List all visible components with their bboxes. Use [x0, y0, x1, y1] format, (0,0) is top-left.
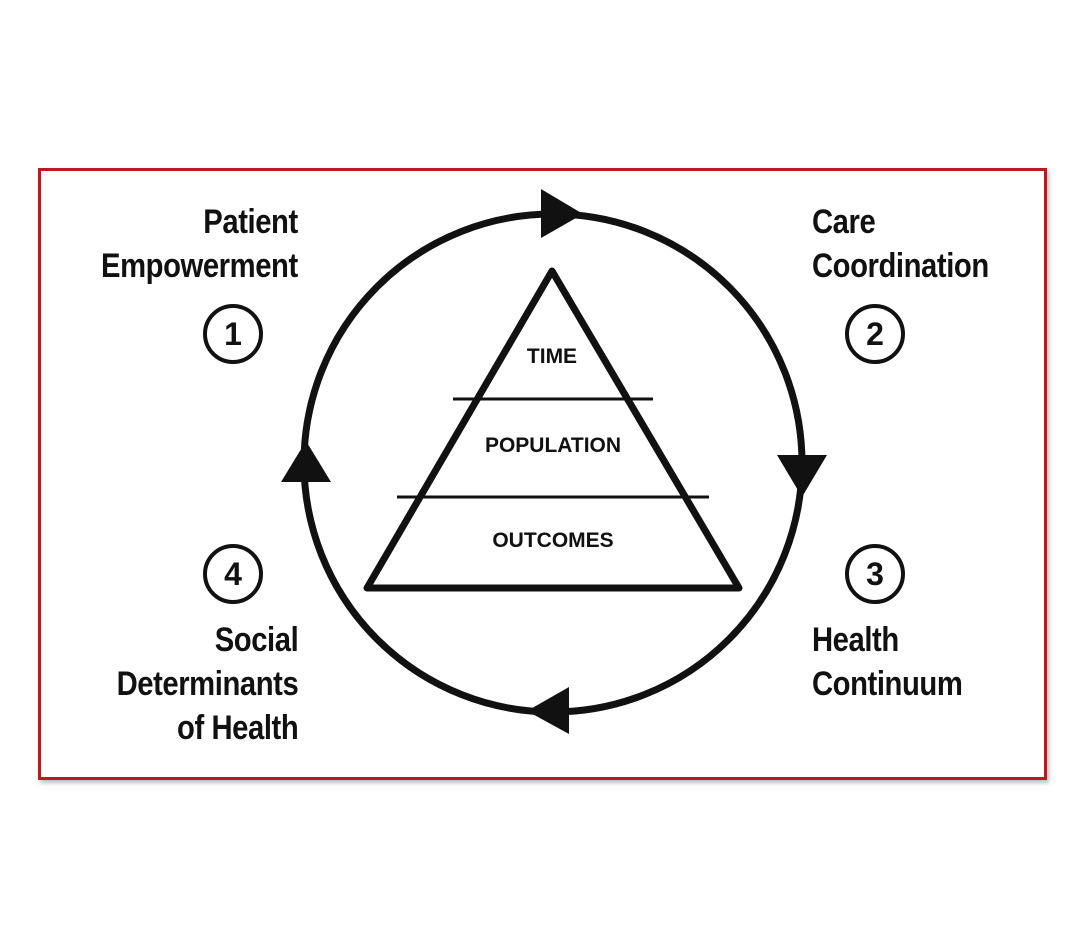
tier-time-label: TIME [526, 345, 578, 368]
step-2-label-line-2: Coordination [812, 247, 989, 285]
tier-outcomes-label: OUTCOMES [492, 529, 614, 552]
step-4-label-line-3: of Health [176, 709, 299, 747]
cycle-circle [300, 210, 806, 716]
step-1-badge: 1 [203, 304, 263, 364]
arrow-right-icon [541, 189, 583, 238]
step-1-label: Patient Empowerment [101, 200, 298, 288]
step-4-label-line-2: Determinants [116, 665, 298, 703]
step-1-label-line-2: Empowerment [101, 247, 298, 285]
arrow-left-icon [527, 687, 569, 734]
step-3-label: Health Continuum [812, 618, 963, 706]
pyramid [363, 267, 743, 592]
diagram-frame [38, 168, 1047, 780]
step-3-label-line-1: Health [812, 621, 899, 659]
step-2-label: Care Coordination [812, 200, 989, 288]
step-1-label-line-1: Patient [203, 203, 299, 241]
arrow-up-icon [281, 441, 331, 482]
tier-population-label: POPULATION [484, 434, 622, 457]
step-2-label-line-1: Care [812, 203, 876, 241]
step-2-badge: 2 [845, 304, 905, 364]
step-3-badge: 3 [845, 544, 905, 604]
step-4-label-line-1: Social [214, 621, 298, 659]
step-4-label: Social Determinants of Health [116, 618, 298, 750]
step-3-label-line-2: Continuum [812, 665, 963, 703]
arrow-down-icon [777, 455, 827, 497]
step-4-badge: 4 [203, 544, 263, 604]
